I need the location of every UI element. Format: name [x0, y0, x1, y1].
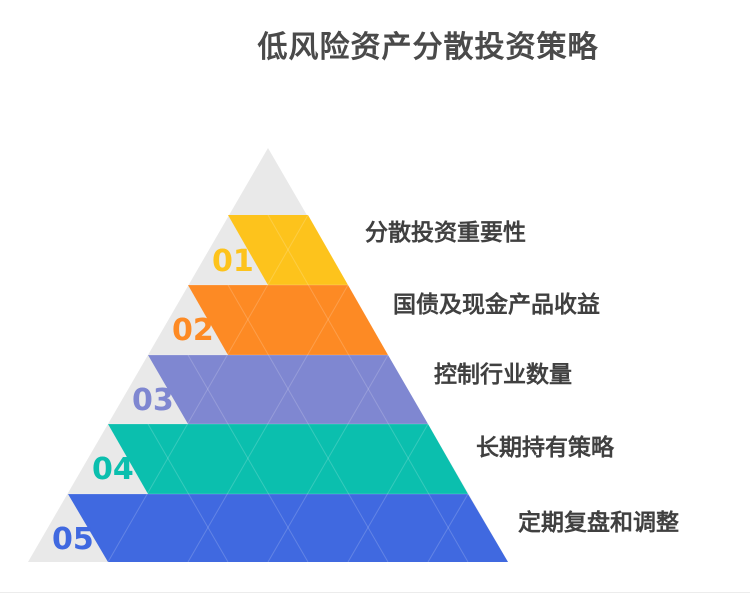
level-label-4: 长期持有策略 — [476, 435, 614, 461]
level-label-5: 定期复盘和调整 — [518, 510, 679, 536]
level-band-2 — [188, 285, 388, 355]
level-number-4: 04 — [92, 452, 134, 487]
level-number-1: 01 — [212, 244, 254, 279]
level-label-3: 控制行业数量 — [434, 362, 572, 388]
bottom-divider — [0, 592, 750, 593]
level-band-1 — [228, 215, 348, 285]
level-number-3: 03 — [132, 383, 174, 418]
level-band-3 — [148, 355, 428, 424]
level-number-5: 05 — [52, 522, 94, 557]
level-band-5 — [68, 494, 508, 562]
page-title: 低风险资产分散投资策略 — [257, 30, 599, 65]
grid-lines — [68, 214, 508, 563]
level-number-2: 02 — [172, 313, 214, 348]
level-band-4 — [108, 424, 468, 494]
level-label-1: 分散投资重要性 — [365, 220, 526, 246]
level-label-2: 国债及现金产品收益 — [393, 292, 600, 318]
